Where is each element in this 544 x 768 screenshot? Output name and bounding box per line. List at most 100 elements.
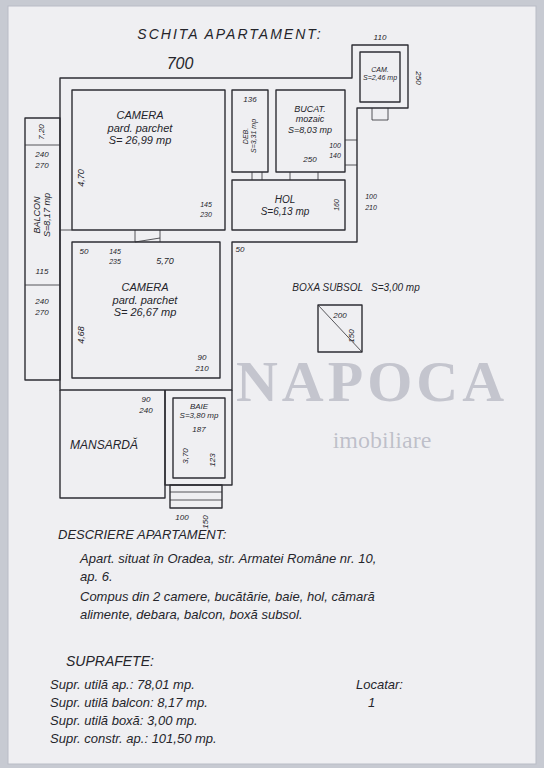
wall-line	[262, 172, 263, 180]
dimension: 7,20	[38, 124, 47, 140]
dimension: 187	[192, 426, 205, 435]
wall-line	[160, 230, 161, 242]
dimension: 50	[236, 246, 245, 255]
dimension: 100	[365, 193, 377, 201]
room-name: BUCAT.	[288, 104, 332, 114]
room-name: HOL	[261, 194, 310, 206]
note-text: 1	[368, 696, 375, 710]
wall-line	[170, 485, 222, 508]
note-text: DESCRIERE APARTAMENT:	[58, 528, 226, 542]
room-label: MANSARDĂ	[70, 439, 138, 453]
note-text: Supr. utilă ap.: 78,01 mp.	[50, 678, 195, 692]
wall-line	[25, 145, 60, 146]
room-area: S= 26,67 mp	[113, 306, 178, 319]
dimension: 210	[195, 365, 208, 374]
wall-line	[170, 500, 222, 501]
wall-line	[72, 242, 220, 378]
dimension: 115	[36, 268, 49, 277]
wall-line	[345, 140, 357, 165]
room-name: BALCON	[32, 193, 42, 237]
note-text: SUPRAFETE:	[66, 654, 154, 669]
note-text: Compus din 2 camere, bucătărie, baie, ho…	[80, 588, 380, 624]
dimension: 270	[35, 162, 48, 171]
room-area: S=3,00 mp	[371, 282, 420, 294]
wall-line	[232, 180, 345, 230]
dimension: 145	[200, 201, 212, 209]
wall-line	[318, 305, 362, 352]
room-area: S=2,46 mp	[363, 74, 397, 82]
dimension: 270	[35, 309, 48, 318]
wall-line	[276, 90, 345, 172]
room-area: S= 26,99 mp	[108, 134, 173, 147]
room-area: pard. parchet	[108, 122, 173, 135]
room-label: BOXA SUBSOL S=3,00 mp	[288, 282, 423, 294]
room-label: BAIES=3,80 mp	[180, 402, 219, 420]
room-label: BUCAT.mozaicS=8,03 mp	[288, 104, 332, 135]
dimension: 90	[198, 354, 207, 363]
room-label: CAMERApard. parchetS= 26,99 mp	[108, 109, 173, 147]
dimension: 150	[348, 329, 357, 342]
note-text: Apart. situat în Oradea, str. Armatei Ro…	[80, 550, 380, 586]
room-area: S=6,13 mp	[261, 205, 310, 217]
watermark: NAPOCA	[236, 350, 508, 414]
wall-line	[290, 172, 291, 180]
dimension: 3,70	[182, 448, 191, 464]
wall-line	[232, 90, 268, 172]
wall-line	[8, 6, 536, 764]
room-name: CAMERA	[108, 109, 173, 122]
room-label: CAM.S=2,46 mp	[363, 66, 397, 82]
wall-line	[60, 230, 72, 231]
dimension: 123	[209, 453, 218, 466]
dimension: 160	[333, 199, 341, 211]
note-text: Supr. constr. ap.: 101,50 mp.	[50, 732, 217, 746]
wall-line	[25, 118, 60, 380]
sheet-title: SCHITA APARTAMENT:	[137, 26, 322, 42]
room-name: BOXA SUBSOL	[292, 282, 363, 294]
wall-line	[372, 108, 388, 120]
wall-line	[318, 305, 362, 352]
dimension: 240	[35, 151, 48, 160]
dimension: 240	[35, 298, 48, 307]
wall-line	[318, 172, 319, 180]
room-label: CAMERApard. parchetS= 26,67 mp	[113, 281, 178, 319]
room-name: MANSARDĂ	[70, 439, 138, 453]
dimension: 100	[329, 142, 341, 150]
note-text: Supr. utilă balcon: 8,17 mp.	[50, 696, 208, 710]
wall-line	[60, 390, 165, 498]
dimension: 200	[333, 312, 346, 321]
room-name: DEB.	[242, 119, 250, 153]
room-area: pard. parchet	[113, 294, 178, 307]
wall-line	[165, 390, 232, 485]
wall-line	[252, 172, 253, 180]
note-text: Supr. utilă boxă: 3,00 mp.	[50, 714, 198, 728]
dimension: 235	[109, 258, 121, 266]
room-area: S=8,17 mp	[42, 193, 52, 237]
wall-line	[360, 52, 400, 102]
dimension: 150	[202, 515, 211, 528]
dimension: 110	[374, 34, 387, 43]
dimension: 4,70	[77, 169, 87, 187]
dimension: 250	[414, 71, 423, 84]
room-area: S=3,80 mp	[180, 411, 219, 420]
dimension: 230	[200, 211, 212, 219]
room-name: BAIE	[180, 402, 219, 411]
room-label: DEB.S=3,31 mp	[242, 119, 258, 153]
room-area: mozaic	[288, 115, 332, 125]
dimension: 240	[139, 407, 152, 416]
room-label: HOLS=6,13 mp	[261, 194, 310, 217]
wall-line	[170, 492, 222, 493]
room-area: S=3,31 mp	[250, 119, 258, 153]
dimension: 100	[175, 514, 188, 523]
dimension: 250	[303, 156, 316, 165]
room-area: S=8,03 mp	[288, 125, 332, 135]
room-name: CAM.	[363, 66, 397, 74]
dimension: 700	[167, 55, 194, 73]
dimension: 4,68	[77, 326, 87, 344]
room-label: BALCONS=8,17 mp	[32, 193, 53, 237]
room-name: CAMERA	[113, 281, 178, 294]
dimension: 210	[365, 204, 377, 212]
note-text: Locatar:	[356, 678, 403, 692]
wall-line	[60, 45, 408, 390]
wall-line	[135, 230, 136, 242]
watermark: imobiliare	[333, 427, 432, 453]
